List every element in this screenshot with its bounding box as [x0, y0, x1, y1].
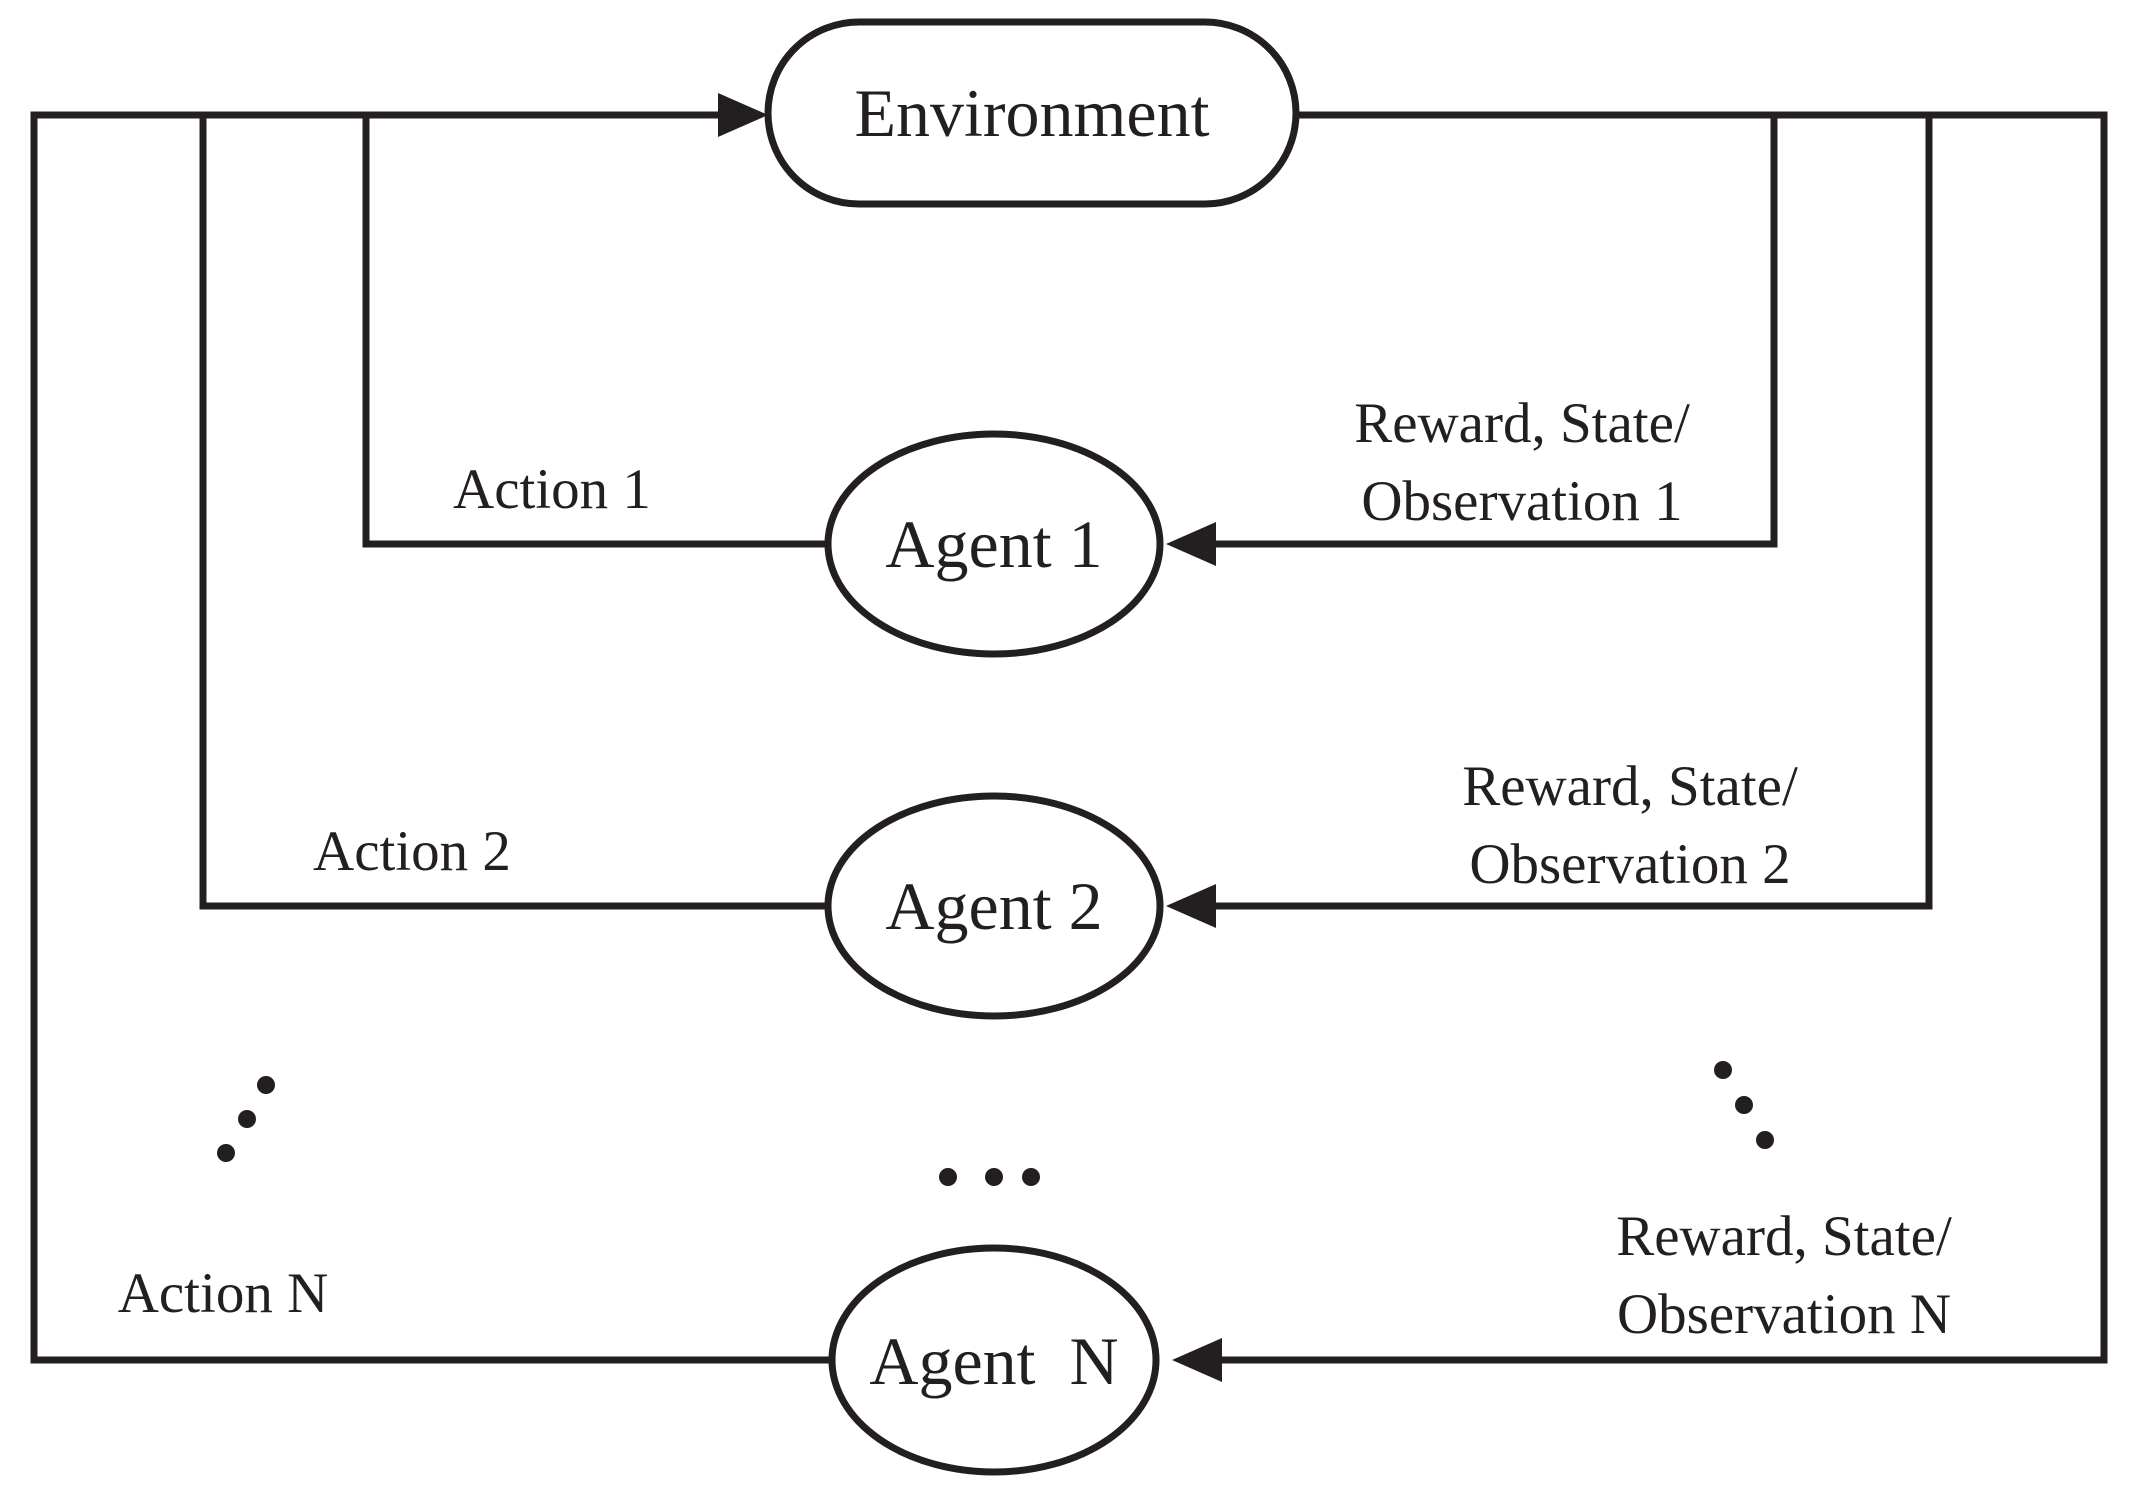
feedback-1-label-line1: Reward, State/	[1354, 392, 1690, 455]
center-ellipsis-dots	[939, 1168, 1040, 1186]
agent-1-label: Agent 1	[885, 506, 1102, 582]
feedback-n-label-line1: Reward, State/	[1616, 1205, 1952, 1268]
action-n-wire	[30, 111, 838, 1364]
action-1-label: Action 1	[453, 458, 651, 521]
right-ellipsis-dots	[1714, 1061, 1774, 1149]
environment-label: Environment	[854, 75, 1209, 151]
action-n-label: Action N	[118, 1262, 329, 1325]
agent-n-node: Agent N	[828, 1244, 1160, 1476]
action-2-wire	[199, 111, 832, 910]
agent-2-node: Agent 2	[824, 792, 1164, 1020]
feedback-2-wire	[1201, 111, 1933, 910]
environment-input-arrow	[718, 93, 768, 137]
feedback-n-arrow	[1172, 1338, 1222, 1382]
feedback-1-arrow	[1166, 522, 1216, 566]
feedback-n-wire	[1206, 111, 2108, 1364]
environment-node: Environment	[764, 18, 1300, 208]
action-1-wire	[362, 111, 832, 548]
feedback-2-label-line1: Reward, State/	[1462, 755, 1798, 818]
agent-1-node: Agent 1	[824, 430, 1164, 658]
feedback-2-label-line2: Observation 2	[1469, 833, 1790, 896]
agent-n-label: Agent N	[869, 1323, 1118, 1399]
agent-2-label: Agent 2	[885, 868, 1102, 944]
feedback-1-label-line2: Observation 1	[1361, 470, 1682, 533]
action-2-label: Action 2	[313, 820, 511, 883]
feedback-n-label-line2: Observation N	[1617, 1283, 1951, 1346]
feedback-1-wire	[1201, 111, 1778, 548]
left-ellipsis-dots	[217, 1076, 275, 1162]
feedback-2-arrow	[1166, 884, 1216, 928]
